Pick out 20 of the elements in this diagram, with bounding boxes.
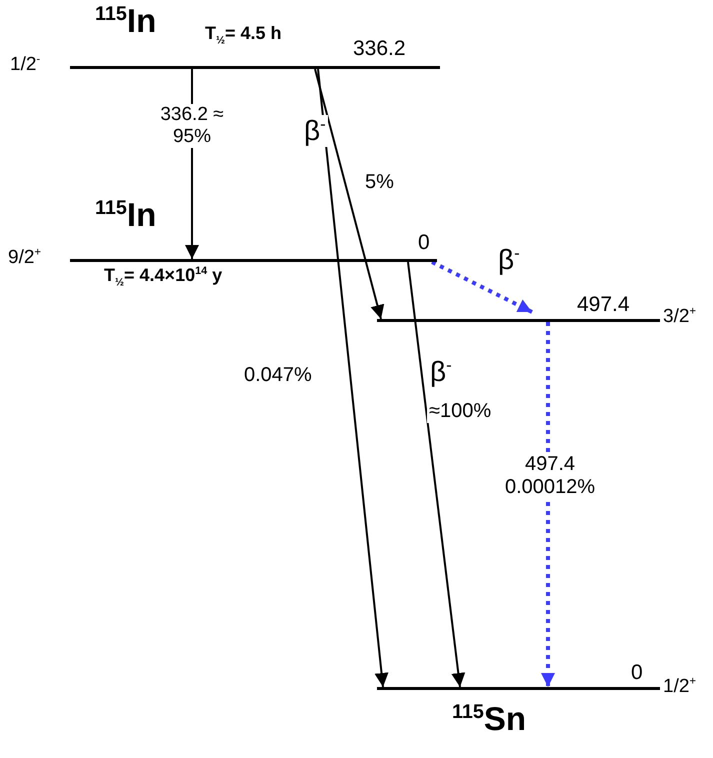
- transition-arrow: [541, 322, 555, 687]
- transition-arrow: [317, 68, 388, 688]
- spin-parity: 1/2$^{+}$: [663, 677, 696, 697]
- nuclide-name: $^{115}$In: [95, 4, 156, 39]
- spin-parity: 1/2$^{-}$: [10, 55, 40, 75]
- nuclide-name: $^{115}$In: [95, 198, 156, 233]
- nuclide-name: $^{115}$Sn: [452, 702, 526, 737]
- edge-label: 336.2 ≈ 95%: [158, 104, 226, 148]
- half-life: T$_{½}$= 4.5 h: [205, 24, 282, 43]
- transition-arrow: [431, 260, 533, 314]
- edge-label: ≈100%: [427, 400, 494, 423]
- spin-parity: 9/2$^{+}$: [8, 248, 42, 268]
- level-energy: 497.4: [577, 294, 630, 316]
- transition-arrow: [314, 68, 384, 320]
- transition-arrow: [407, 262, 466, 688]
- level-energy: 336.2: [353, 38, 406, 60]
- half-life: T$_{½}$= 4.4×10$^{14}$ y: [104, 266, 222, 285]
- level-energy: 0: [631, 662, 643, 684]
- spin-parity: 3/2$^{+}$: [663, 307, 696, 327]
- level-energy: 0: [418, 232, 430, 254]
